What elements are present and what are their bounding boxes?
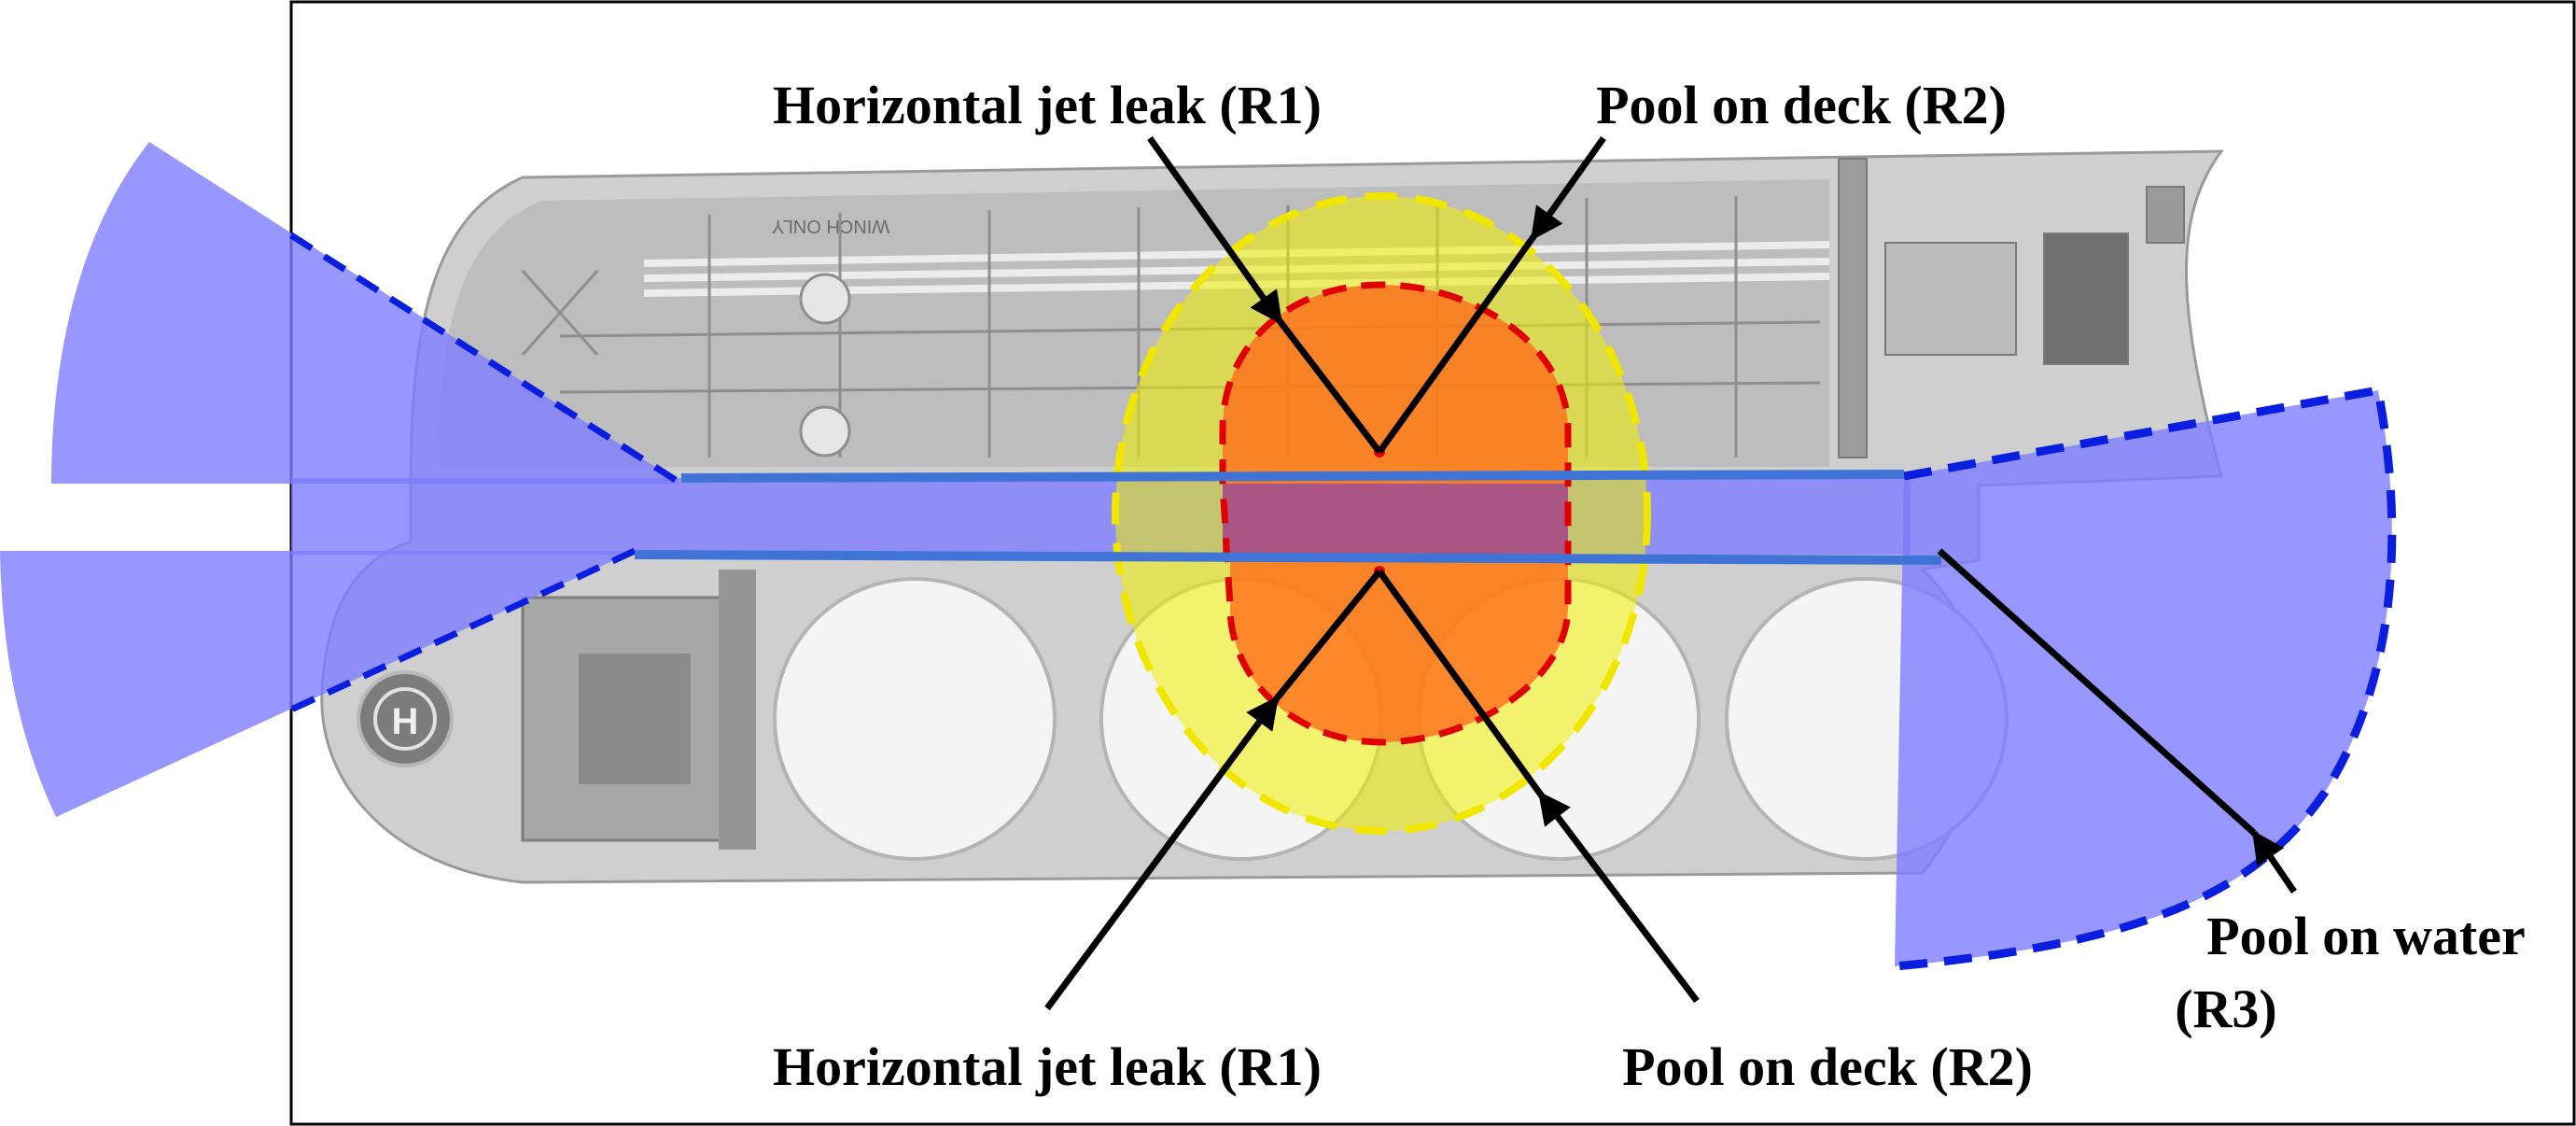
r3-pool-on-water-zones — [0, 142, 2397, 971]
line-pool-deck-bottom-continued — [1377, 569, 1543, 796]
label-pool-on-water-line2: (R3) — [2175, 978, 2277, 1039]
arrow-pool-water — [2251, 830, 2297, 894]
arrow-jet-bottom — [1044, 696, 1280, 1011]
deck-hatch — [799, 405, 851, 457]
line-jet-bottom-continued — [1274, 569, 1382, 701]
label-pool-on-deck-top: Pool on deck (R2) — [1596, 75, 2007, 135]
cargo-tank — [773, 577, 1057, 861]
deck-hatch — [799, 273, 851, 325]
leader-arrows — [1044, 135, 2297, 1011]
deck-marking: WINCH ONLY — [772, 216, 889, 236]
r1-horizontal-jet-zones — [1219, 281, 1572, 746]
helipad-letter: H — [392, 701, 419, 742]
arrow-jet-top — [1147, 135, 1283, 325]
pipe-rack-upper-edge — [680, 470, 1905, 483]
r1-outline — [1219, 281, 1572, 746]
r1-zone-band — [1223, 484, 1568, 555]
r3-release-band — [291, 478, 1911, 555]
accommodation-block — [521, 570, 756, 850]
label-pool-on-water-line1: Pool on water — [2206, 906, 2526, 966]
r1-zone-lower — [1230, 555, 1568, 742]
label-pool-on-deck-bottom: Pool on deck (R2) — [1622, 1036, 2033, 1097]
r1-zone-upper — [1223, 285, 1568, 484]
helipad — [357, 670, 454, 767]
bow-structure — [1838, 158, 2185, 458]
line-pool-deck-top-continued — [1377, 235, 1535, 455]
arrow-pool-deck-bottom — [1537, 791, 1700, 1004]
r3-outline-left-lower — [289, 547, 637, 713]
label-horizontal-jet-leak-top: Horizontal jet leak (R1) — [773, 75, 1322, 135]
r2-outline — [1112, 192, 1651, 835]
line-jet-top-continued — [1278, 319, 1382, 455]
pipe-rack-lower-edge — [634, 550, 1942, 565]
r3-outline-right — [1894, 385, 2397, 971]
r3-zone-left-upper — [51, 142, 681, 484]
arrow-pool-deck-top — [1530, 135, 1606, 241]
r3-zone-right — [1895, 390, 2392, 966]
line-pool-water-continued — [1937, 548, 2257, 836]
r3-zone-left-lower — [0, 551, 635, 817]
label-horizontal-jet-leak-bottom: Horizontal jet leak (R1) — [773, 1036, 1322, 1097]
